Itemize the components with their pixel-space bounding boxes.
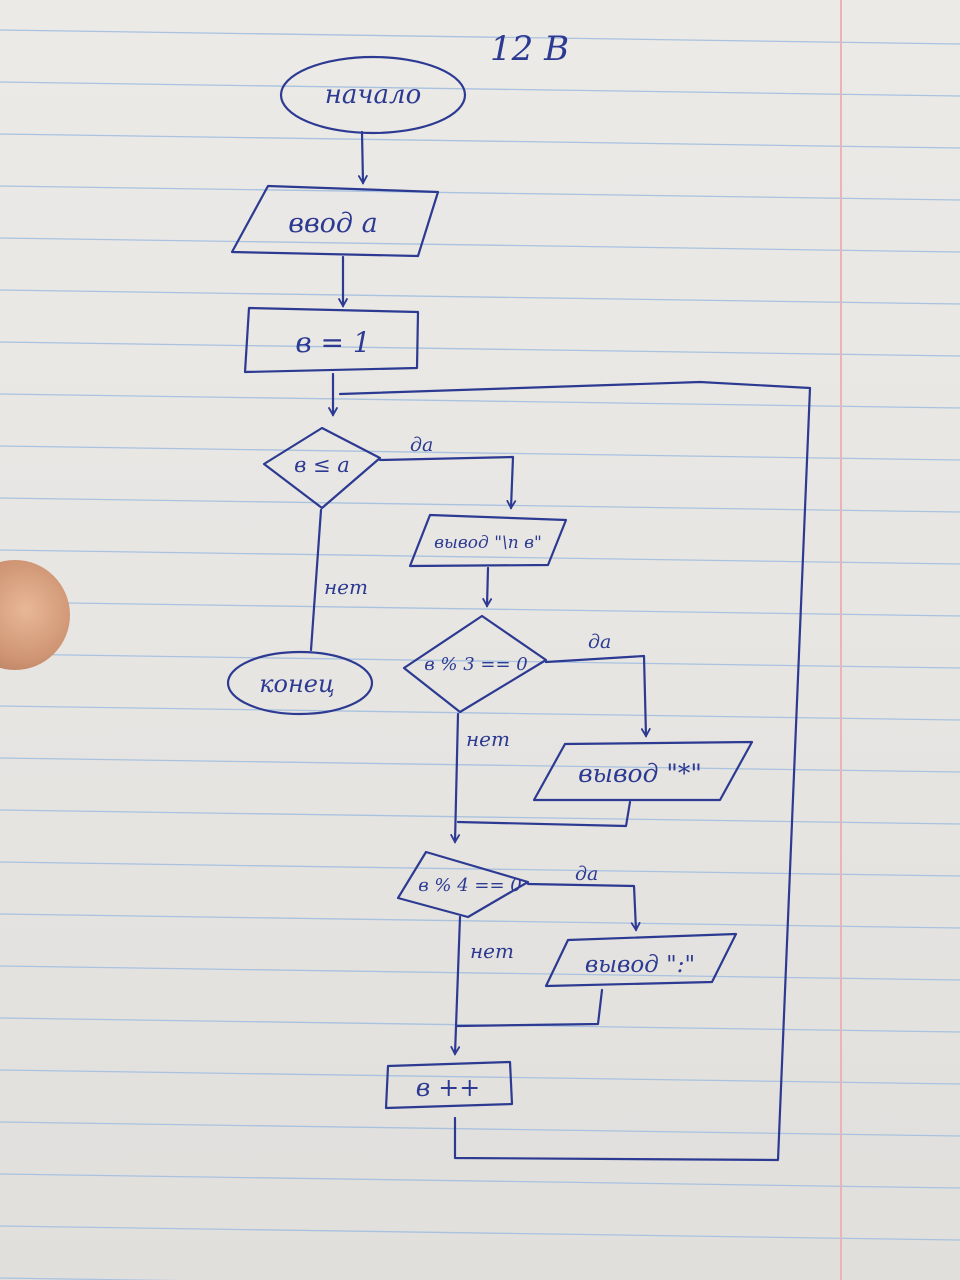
rule-line [0, 1069, 960, 1085]
rule-line [0, 1121, 960, 1137]
loop-yes-label: да [410, 434, 433, 456]
loop-no-label: нет [324, 575, 368, 599]
rule-line [0, 965, 960, 981]
rule-line [0, 1225, 960, 1241]
rule-line [0, 705, 960, 721]
increment-shape [384, 1060, 514, 1110]
line-output-star-merge [456, 800, 632, 828]
arrow-mod3-no [450, 712, 461, 844]
increment-block: в ++ [384, 1060, 514, 1110]
output-b-shape [408, 513, 568, 568]
output-b-label: вывод "\n в" [434, 533, 542, 553]
ruled-lines [0, 29, 960, 1280]
arrow-mod4-no [450, 915, 462, 1056]
mod3-condition-block: в % 3 == 0 [402, 614, 548, 714]
line-output-colon-merge [454, 988, 604, 1028]
rule-line [0, 133, 960, 149]
arrow-mod3-yes [544, 654, 651, 738]
rule-line [0, 237, 960, 253]
mod3-condition-label: в % 3 == 0 [424, 654, 528, 675]
output-colon-block: вывод ":" [544, 932, 738, 988]
init-b-shape [243, 306, 420, 374]
init-b-block: в = 1 [243, 306, 420, 374]
start-terminator: начало [279, 55, 467, 135]
mod4-condition-shape [396, 850, 530, 919]
output-star-label: вывод "*" [578, 759, 702, 788]
end-label: конец [259, 670, 335, 698]
rule-line [0, 445, 960, 461]
mod4-no-label: нет [470, 939, 514, 963]
rule-line [0, 757, 960, 773]
output-star-block: вывод "*" [532, 740, 754, 802]
rule-line [0, 913, 960, 929]
input-a-label: ввод а [288, 208, 377, 239]
rule-line [0, 601, 960, 617]
rule-line [0, 549, 960, 565]
end-terminator: конец [226, 650, 374, 716]
mod4-condition-label: в % 4 == 0 [418, 875, 522, 896]
rule-line [0, 393, 960, 409]
rule-line [0, 81, 960, 97]
output-colon-label: вывод ":" [585, 952, 695, 978]
output-colon-shape [544, 932, 738, 988]
loop-back-line [338, 380, 812, 1162]
loop-condition-block: в ≤ а [262, 426, 382, 510]
input-a-shape [230, 184, 440, 258]
rule-line [0, 341, 960, 357]
increment-label: в ++ [416, 1073, 480, 1102]
arrow-output-b-to-mod3 [482, 566, 493, 608]
rule-line [0, 809, 960, 825]
mod3-yes-label: да [588, 631, 611, 653]
rule-line [0, 497, 960, 513]
end-shape [226, 650, 374, 716]
start-label: начало [325, 80, 422, 110]
init-b-label: в = 1 [295, 326, 370, 359]
loop-condition-label: в ≤ а [294, 453, 350, 477]
mod3-no-label: нет [466, 727, 510, 751]
input-a-block: ввод а [230, 184, 440, 258]
arrow-mod4-yes [526, 882, 641, 932]
mod3-condition-shape [402, 614, 548, 714]
rule-line [0, 185, 960, 201]
rule-line [0, 653, 960, 669]
rule-line [0, 1173, 960, 1189]
rule-line [0, 29, 960, 45]
mod4-yes-label: да [575, 863, 598, 885]
corner-label: 12 В [490, 29, 569, 69]
arrow-loop-yes [378, 455, 517, 510]
output-star-shape [532, 740, 754, 802]
arrow-start-to-input [357, 130, 368, 185]
mod4-condition-block: в % 4 == 0 [396, 850, 530, 919]
line-loop-no [309, 508, 323, 652]
start-shape [279, 55, 467, 135]
output-b-block: вывод "\n в" [408, 513, 568, 568]
loop-condition-shape [262, 426, 382, 510]
rule-line [0, 289, 960, 305]
